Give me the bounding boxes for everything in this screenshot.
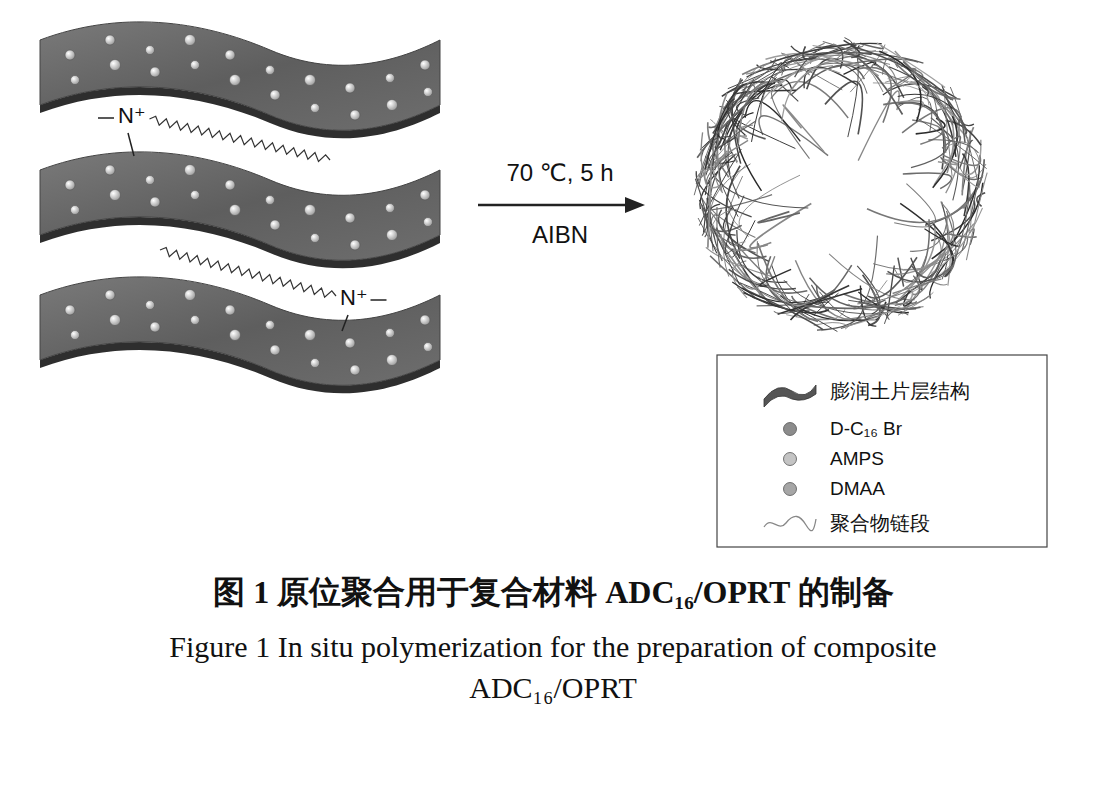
polymer-strand bbox=[759, 116, 828, 156]
polymer-strand bbox=[725, 222, 733, 253]
polymer-strand bbox=[896, 271, 937, 303]
polymer-strand bbox=[718, 151, 729, 166]
polymer-strand bbox=[937, 103, 965, 128]
arrow-head bbox=[625, 197, 645, 213]
alkyl-chain bbox=[150, 116, 331, 161]
polymer-strand bbox=[928, 140, 978, 153]
polymer-sphere bbox=[694, 38, 987, 332]
polymer-strand bbox=[701, 198, 770, 280]
legend-text: D-C₁₆ Br bbox=[830, 416, 902, 442]
polymer-strand bbox=[759, 276, 810, 305]
methyl-stub bbox=[128, 133, 134, 156]
polymer-strand bbox=[829, 254, 915, 300]
legend-text: 膨润土片层结构 bbox=[830, 378, 970, 404]
methyl-stub bbox=[98, 117, 114, 119]
clay-sheet bbox=[40, 22, 440, 138]
polymer-strand bbox=[868, 257, 917, 298]
alkyl-chain bbox=[160, 248, 336, 298]
polymer-strand bbox=[708, 209, 739, 249]
legend-text: 聚合物链段 bbox=[830, 510, 930, 536]
polymer-strand bbox=[821, 300, 909, 331]
polymer-strand bbox=[701, 132, 707, 184]
polymer-strand bbox=[822, 46, 842, 69]
polymer-strand bbox=[925, 229, 961, 246]
polymer-strand bbox=[771, 84, 809, 158]
legend-swatch bbox=[784, 453, 797, 466]
polymer-strand bbox=[944, 89, 952, 176]
polymer-strand bbox=[944, 142, 981, 164]
polymer-strand bbox=[943, 266, 952, 275]
polymer-strand bbox=[701, 137, 729, 162]
polymer-strand bbox=[758, 212, 800, 223]
clay-sheet bbox=[40, 152, 440, 268]
polymer-strand bbox=[709, 78, 741, 127]
polymer-strand bbox=[877, 43, 945, 88]
polymer-strand bbox=[760, 68, 841, 103]
legend-text: AMPS bbox=[830, 446, 884, 472]
polymer-strand bbox=[844, 52, 903, 115]
sheet-icon bbox=[764, 385, 816, 407]
polymer-strand bbox=[889, 67, 928, 97]
legend-swatch bbox=[784, 483, 797, 496]
polymer-strand bbox=[783, 105, 824, 152]
polymer-strand bbox=[959, 119, 966, 143]
polymer-strand bbox=[789, 61, 879, 93]
polymer-strand bbox=[910, 214, 948, 251]
english-caption: Figure 1 In situ polymerization for the … bbox=[143, 626, 963, 708]
polymer-strand bbox=[748, 63, 768, 78]
polymer-strand bbox=[757, 241, 814, 306]
polymer-strand bbox=[708, 160, 712, 248]
polymer-strand bbox=[825, 81, 862, 134]
polymer-strand bbox=[912, 261, 940, 278]
polymer-strand bbox=[811, 55, 890, 64]
figure-caption: 图 1 原位聚合用于复合材料 ADC₁₆/OPRT 的制备 bbox=[0, 572, 1107, 612]
polymer-strand bbox=[739, 175, 800, 236]
polymer-strand bbox=[943, 155, 981, 165]
polymer-strand bbox=[916, 118, 945, 134]
polymer-strand bbox=[817, 308, 863, 330]
polymer-strand bbox=[845, 280, 887, 329]
ammonium-label: N⁺ bbox=[340, 284, 368, 312]
polymer-strand bbox=[745, 101, 800, 142]
polymer-strand bbox=[726, 166, 740, 259]
polymer-strand bbox=[823, 42, 866, 57]
polymer-strand bbox=[697, 99, 752, 158]
polymer-strand bbox=[883, 58, 898, 75]
initiator-label: AIBN bbox=[440, 220, 680, 250]
ammonium-label: N⁺ bbox=[118, 102, 146, 130]
polymer-strand bbox=[750, 204, 811, 248]
polymer-strand bbox=[734, 242, 745, 270]
polymer-strand bbox=[916, 118, 986, 169]
legend-icons bbox=[764, 385, 816, 531]
legend-text: DMAA bbox=[830, 476, 885, 502]
polymer-strand bbox=[892, 59, 953, 125]
polymer-strand bbox=[888, 270, 949, 282]
polymer-strand bbox=[966, 173, 987, 260]
polymer-strand bbox=[887, 252, 944, 297]
polymer-strand bbox=[950, 87, 979, 188]
polymer-strand bbox=[903, 173, 952, 189]
polymer-strand bbox=[709, 121, 757, 165]
polymer-strand bbox=[695, 179, 707, 237]
polymer-strand bbox=[851, 46, 952, 100]
polymer-strand bbox=[814, 323, 846, 326]
reaction-arrow bbox=[478, 204, 630, 207]
methyl-stub bbox=[371, 299, 387, 301]
polymer-strand bbox=[791, 45, 857, 55]
polymer-strand bbox=[705, 84, 744, 169]
polymer-strand bbox=[960, 164, 986, 178]
polymer-strand bbox=[730, 58, 775, 91]
legend-swatch bbox=[784, 423, 797, 436]
legend-box bbox=[717, 355, 1047, 547]
reaction-condition: 70 ℃, 5 h bbox=[440, 158, 680, 188]
polymer-strand bbox=[903, 81, 940, 91]
polymer-strand bbox=[858, 91, 899, 161]
chain-icon bbox=[764, 516, 816, 530]
polymer-strand bbox=[879, 51, 921, 121]
clay-sheet bbox=[40, 277, 440, 393]
polymer-strand bbox=[918, 203, 954, 274]
polymer-strand bbox=[820, 63, 908, 83]
methyl-stub bbox=[342, 315, 348, 331]
